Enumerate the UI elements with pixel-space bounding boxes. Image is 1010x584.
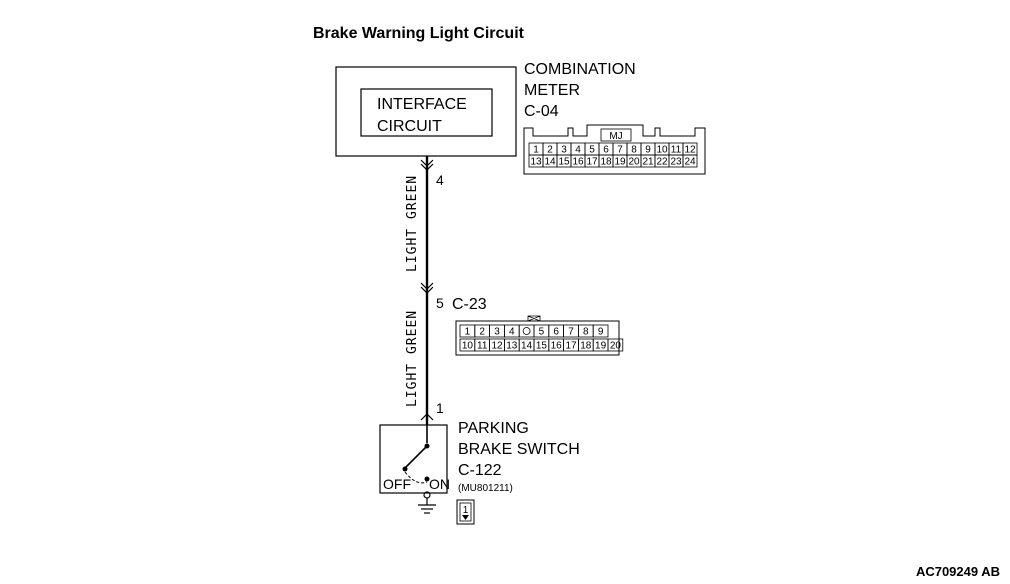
connector-c23-pin: 10 <box>462 341 474 352</box>
combination-meter-pin: 4 <box>575 145 581 156</box>
combination-meter-pin: 15 <box>558 157 570 168</box>
combination-meter-pin: 5 <box>589 145 595 156</box>
combination-meter-pin: 20 <box>628 157 640 168</box>
chevron-up-icon <box>420 413 434 421</box>
combination-meter-pin: 17 <box>586 157 598 168</box>
connector-c23-pin: 20 <box>610 341 622 352</box>
chevron-down-icon <box>420 282 434 290</box>
combination-meter-connector-id: C-04 <box>524 103 559 120</box>
interface-circuit-label-2: CIRCUIT <box>377 118 442 135</box>
combination-meter-pin: 14 <box>544 157 556 168</box>
connector-c23-pin: 3 <box>494 327 500 338</box>
parking-brake-switch-part-number: (MU801211) <box>458 483 513 494</box>
chevron-down-icon <box>420 286 434 294</box>
combination-meter-pin: 22 <box>656 157 668 168</box>
connector-c23-pin: 9 <box>598 327 604 338</box>
connector-c122: 1 <box>456 499 475 525</box>
chevron-down-icon <box>420 163 434 171</box>
combination-meter-pin: 18 <box>600 157 612 168</box>
connector-c23-pin: 8 <box>583 327 589 338</box>
connector-c23-cell <box>518 324 535 338</box>
connector-c23-pin: 13 <box>506 341 518 352</box>
connector-c23-key-icon <box>522 327 531 335</box>
combination-meter-pin: 9 <box>645 145 651 156</box>
switch-off-label: OFF <box>383 476 411 492</box>
connector-c23-pin: 6 <box>553 327 559 338</box>
connector-c23-pin: 19 <box>595 341 607 352</box>
connector-c23-pin: 17 <box>565 341 577 352</box>
connector-c04-tag-box <box>600 128 632 142</box>
connector-c23-pin: 12 <box>491 341 503 352</box>
connector-c23-pin: 18 <box>580 341 592 352</box>
combination-meter-pin: 3 <box>561 145 567 156</box>
wire-color-lower: LIGHT GREEN <box>405 310 420 407</box>
connector-c23-pin: 5 <box>539 327 545 338</box>
pin-label-1: 1 <box>436 400 444 416</box>
pin-label-5: 5 <box>436 295 444 311</box>
connector-c23-label: C-23 <box>452 296 487 313</box>
switch-contact-icon <box>402 425 430 484</box>
combination-meter-label-2: METER <box>524 82 580 99</box>
combination-meter-pin: 8 <box>631 145 637 156</box>
connector-c23-pin: 15 <box>536 341 548 352</box>
connector-c23-cell <box>607 338 624 352</box>
combination-meter-pin: 10 <box>656 145 668 156</box>
combination-meter-pin: 1 <box>533 145 539 156</box>
parking-brake-switch-box <box>379 424 448 494</box>
triangle-down-icon <box>462 515 469 520</box>
interface-circuit-label-1: INTERFACE <box>377 96 467 113</box>
connector-c04-tag: MJ <box>609 131 622 142</box>
combination-meter-pin: 7 <box>617 145 623 156</box>
chevron-down-icon <box>420 159 434 167</box>
diagram-title: Brake Warning Light Circuit <box>313 25 525 42</box>
latch-icon <box>527 315 541 322</box>
combination-meter-pin: 2 <box>547 145 553 156</box>
interface-circuit-box <box>360 88 493 137</box>
connector-c23-pin: 2 <box>479 327 485 338</box>
connector-c23-pin: 7 <box>568 327 574 338</box>
parking-brake-switch-label-2: BRAKE SWITCH <box>458 441 580 458</box>
combination-meter-pin: 21 <box>642 157 654 168</box>
connector-c122-pin: 1 <box>463 505 469 516</box>
parking-brake-switch-connector-id: C-122 <box>458 462 502 479</box>
switch-on-label: ON <box>429 476 450 492</box>
combination-meter-label-1: COMBINATION <box>524 61 636 78</box>
combination-meter-pin: 6 <box>603 145 609 156</box>
connector-c23-pin: 14 <box>521 341 533 352</box>
combination-meter-pin: 24 <box>684 157 696 168</box>
combination-meter-pin: 23 <box>670 157 682 168</box>
combination-meter-pin: 13 <box>530 157 542 168</box>
connector-c23-pin: 11 <box>477 341 488 352</box>
connector-c23-cell <box>592 324 609 338</box>
parking-brake-switch-label-1: PARKING <box>458 420 529 437</box>
connector-c23-pin: 1 <box>465 327 471 338</box>
combination-meter-pin: 16 <box>572 157 584 168</box>
combination-meter-pin: 19 <box>614 157 626 168</box>
combination-meter-pin: 12 <box>684 145 696 156</box>
combination-meter-cell <box>682 154 698 168</box>
pin-label-4: 4 <box>436 172 444 188</box>
connector-c23-pin: 4 <box>509 327 515 338</box>
ground-icon <box>418 491 436 514</box>
combination-meter-pin: 11 <box>671 145 682 156</box>
connector-c23-pin: 16 <box>551 341 563 352</box>
figure-code: AC709249 AB <box>916 564 1000 579</box>
wire-color-upper: LIGHT GREEN <box>405 175 420 272</box>
